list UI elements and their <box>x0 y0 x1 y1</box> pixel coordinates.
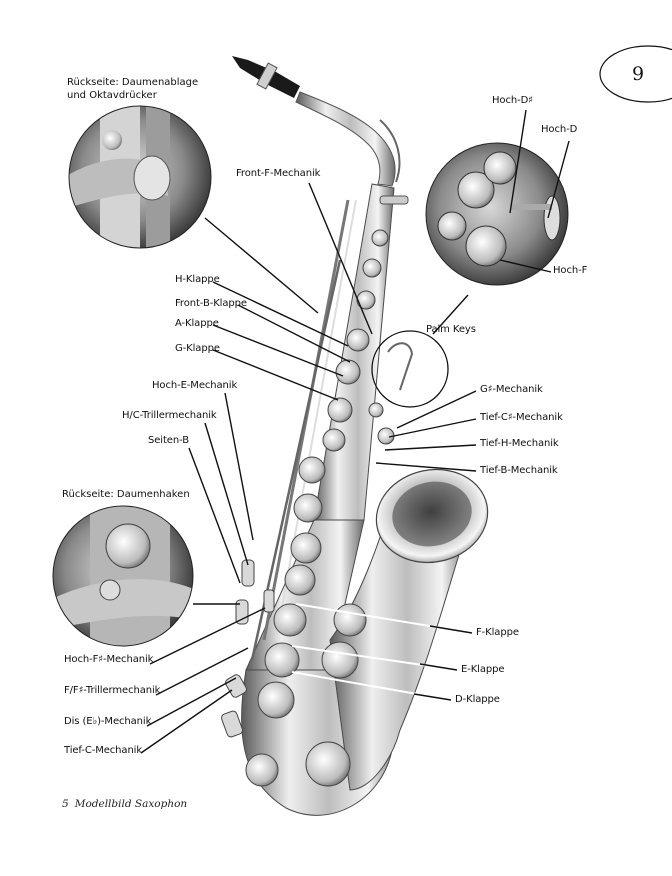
label-seiten-b: Seiten-B <box>148 435 190 446</box>
label-front-f: Front-F-Mechanik <box>236 168 321 179</box>
inset-bottom-left-caption: Rückseite: Daumenhaken <box>62 489 190 500</box>
inset-top-left-caption: Rückseite: Daumenablage und Oktavdrücker <box>67 76 198 102</box>
page-number: 9 <box>631 63 645 85</box>
inset-top-left <box>68 105 212 249</box>
label-tief-c: Tief-C-Mechanik <box>64 745 143 756</box>
label-d-klappe: D-Klappe <box>455 694 500 705</box>
label-hoch-e: Hoch-E-Mechanik <box>152 380 238 391</box>
label-front-b: Front-B-Klappe <box>175 298 247 309</box>
label-f-fis-triller: F/F♯-Trillermechanik <box>64 685 161 696</box>
inset-top-right <box>425 142 569 286</box>
label-dis-es: Dis (E♭)-Mechanik <box>64 716 152 727</box>
footer-title: Modellbild Saxophon <box>74 798 188 810</box>
label-tief-b: Tief-B-Mechanik <box>480 465 558 476</box>
inset-bottom-left <box>52 505 194 647</box>
label-f-klappe: F-Klappe <box>476 627 519 638</box>
caption-line: Rückseite: Daumenablage <box>67 77 199 88</box>
page-footer: 5 Modellbild Saxophon <box>62 798 193 810</box>
label-hoch-d: Hoch-D <box>541 124 578 135</box>
footer-number: 5 <box>62 798 69 810</box>
label-g-klappe: G-Klappe <box>175 343 220 354</box>
label-tief-cis: Tief-C♯-Mechanik <box>480 412 563 423</box>
palm-keys-circle <box>371 330 449 408</box>
label-tief-h: Tief-H-Mechanik <box>480 438 559 449</box>
label-hc-triller: H/C-Trillermechanik <box>122 410 217 421</box>
label-a-klappe: A-Klappe <box>175 318 219 329</box>
label-gis: G♯-Mechanik <box>480 384 543 395</box>
label-hoch-fis: Hoch-F♯-Mechanik <box>64 654 154 665</box>
label-hoch-f: Hoch-F <box>553 265 588 276</box>
leader-lines <box>140 109 570 754</box>
label-hoch-dis: Hoch-D♯ <box>492 95 533 106</box>
page-number-ellipse <box>599 45 672 103</box>
caption-line: und Oktavdrücker <box>67 90 157 101</box>
palm-keys-label: Palm Keys <box>426 324 476 335</box>
label-h-klappe: H-Klappe <box>175 274 220 285</box>
label-e-klappe: E-Klappe <box>461 664 505 675</box>
